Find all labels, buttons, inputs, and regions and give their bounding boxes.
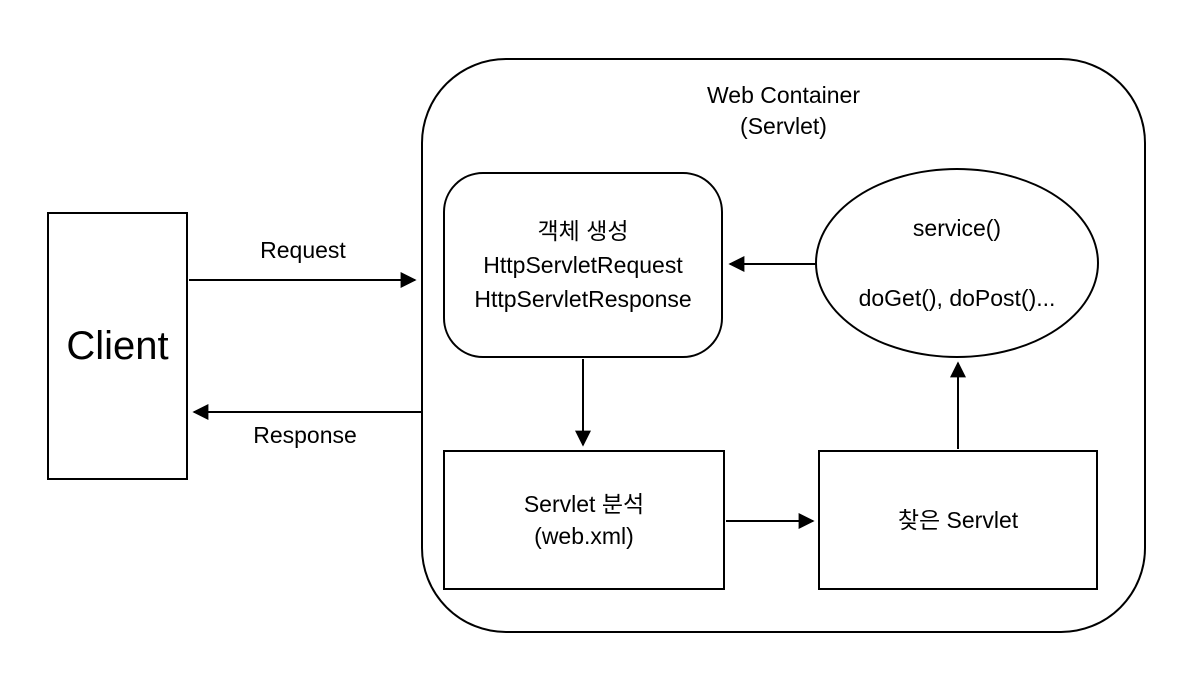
object-creation-line3: HttpServletResponse [474, 286, 692, 312]
servlet-parse-line2: (web.xml) [534, 523, 634, 549]
client-label: Client [66, 324, 169, 368]
client-node: Client [47, 212, 188, 480]
found-servlet-node: 찾은 Servlet [818, 450, 1098, 590]
web-container-title-line1: Web Container [707, 82, 860, 108]
object-creation-line1: 객체 생성 [537, 218, 629, 244]
object-creation-node: 객체 생성 HttpServletRequest HttpServletResp… [443, 172, 723, 358]
service-line1: service() [912, 215, 1002, 241]
object-creation-line2: HttpServletRequest [483, 252, 683, 278]
servlet-parse-node: Servlet 분석 (web.xml) [443, 450, 725, 590]
found-servlet-label: 찾은 Servlet [897, 507, 1019, 533]
servlet-parse-line1: Servlet 분석 [523, 491, 645, 517]
service-line2: doGet(), doPost()... [858, 285, 1056, 311]
response-edge-label: Response [253, 422, 357, 448]
web-container-title-line2: (Servlet) [740, 113, 827, 139]
request-edge-label: Request [260, 237, 346, 263]
web-container-title: Web Container (Servlet) [707, 80, 860, 142]
service-node: service() doGet(), doPost()... [815, 168, 1099, 358]
web-container-node: Web Container (Servlet) [421, 58, 1146, 633]
